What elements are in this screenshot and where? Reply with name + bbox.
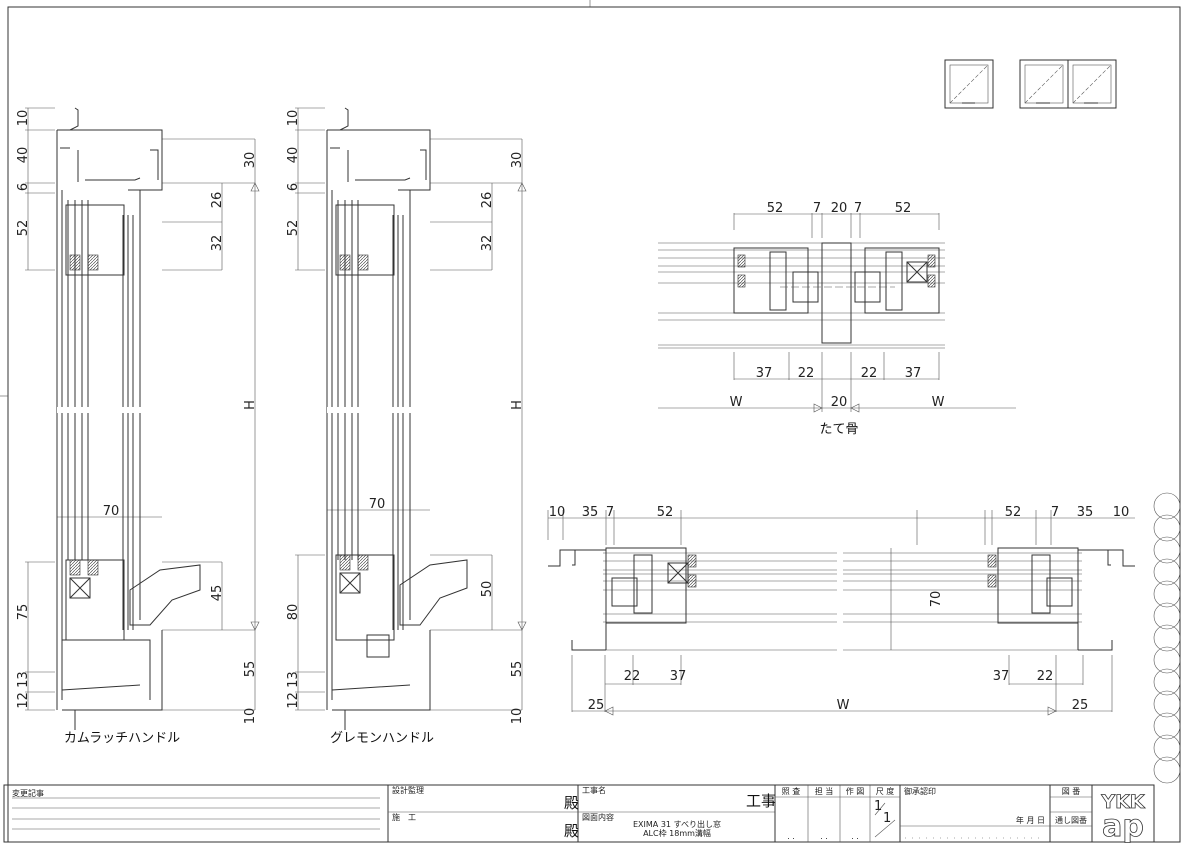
section-label-cam-latch: カムラッチハンドル — [64, 731, 180, 746]
dim-label: 52 — [1005, 505, 1022, 520]
drawing-number-label: 図 番 — [1062, 786, 1081, 796]
dim-label: 37 — [756, 366, 773, 381]
dim-label: 10 — [510, 708, 525, 725]
dim-label: 52 — [767, 201, 784, 216]
drafting-label: 作 図 — [846, 786, 865, 796]
check-label: 照 査 — [782, 786, 801, 796]
dim-label: 10 — [16, 110, 31, 127]
dim-label: 12 13 — [16, 671, 31, 708]
logo-ykk: YKK — [1100, 791, 1145, 813]
sheet-border — [7, 6, 1181, 843]
dim-label: W — [837, 698, 850, 713]
dim-label: 70 — [103, 504, 120, 519]
window-type-icon-double — [1019, 59, 1117, 109]
logo-ap: ap — [1102, 809, 1144, 843]
dim-label: 40 — [286, 147, 301, 164]
dim-label: 7 — [1051, 505, 1059, 520]
dim-label: 55 — [243, 661, 258, 678]
dim-label: 6 — [16, 183, 31, 191]
honorific-text: 殿 — [564, 794, 579, 812]
drawing-content-line1: EXIMA 31 すべり出し窓 — [633, 819, 721, 829]
dim-label: 26 — [210, 192, 225, 209]
dim-label: 26 — [480, 192, 495, 209]
vertical-section-cam-latch — [25, 107, 260, 730]
project-name-label: 工事名 — [582, 785, 606, 795]
dim-label: 37 — [993, 669, 1010, 684]
revision-label: 変更記事 — [12, 788, 44, 798]
dim-label: 52 — [16, 220, 31, 237]
date-label: 年 月 日 — [1016, 815, 1045, 825]
construction-label: 施 工 — [392, 812, 416, 822]
scale-label: 尺 度 — [876, 786, 895, 796]
approval-label: 御承認印 — [904, 786, 936, 796]
dim-label: 10 — [549, 505, 566, 520]
dimensions-cam-latch: 10 40 6 52 75 12 13 30 26 32 H 70 45 55 … — [16, 110, 258, 746]
design-supervision-label: 設計監理 — [392, 785, 424, 795]
dim-label: 52 — [286, 220, 301, 237]
dim-label: 70 — [929, 591, 944, 608]
project-suffix: 工事 — [746, 792, 776, 810]
dim-label: 80 — [286, 604, 301, 621]
dim-label: 20 — [831, 395, 848, 410]
dim-label: 75 — [16, 604, 31, 621]
ykk-ap-logo: YKK ap — [1100, 791, 1146, 843]
dim-label: 22 — [861, 366, 878, 381]
dim-label: 7 — [813, 201, 821, 216]
window-type-icon-single — [944, 59, 994, 109]
vertical-section-gremon — [295, 107, 527, 730]
dim-label: 30 — [243, 152, 258, 169]
dimensions-horizontal: 10 35 7 52 52 7 35 10 70 22 37 37 22 25 … — [549, 505, 1130, 713]
dim-label: 35 — [1077, 505, 1094, 520]
drawing-content-line2: ALC枠 18mm溝幅 — [643, 828, 711, 838]
dim-label: 30 — [510, 152, 525, 169]
dim-label: 55 — [510, 661, 525, 678]
dim-label: 6 — [286, 183, 301, 191]
scale-denominator: 1 — [883, 811, 891, 826]
honorific-text: 殿 — [564, 822, 579, 840]
dim-label: 37 — [670, 669, 687, 684]
dim-label: 10 — [286, 110, 301, 127]
dim-label: 12 13 — [286, 671, 301, 708]
dim-label: 22 — [624, 669, 641, 684]
dim-label: H — [510, 400, 525, 410]
dim-label: 52 — [657, 505, 674, 520]
stamp-dots: . . — [787, 832, 795, 841]
dim-label: 45 — [210, 585, 225, 602]
dim-label: H — [243, 400, 258, 410]
in-charge-label: 担 当 — [815, 786, 834, 796]
serial-number-label: 通し図番 — [1055, 815, 1087, 825]
dim-label: 10 — [1113, 505, 1130, 520]
dim-label: 32 — [210, 235, 225, 252]
section-label-gremon: グレモンハンドル — [330, 731, 434, 746]
stamp-dots: . . — [851, 832, 859, 841]
dim-label: 35 — [582, 505, 599, 520]
dim-label: 7 — [606, 505, 614, 520]
dim-label: 50 — [480, 581, 495, 598]
dimensions-gremon: 10 40 6 52 80 12 13 30 26 32 H 70 50 55 … — [286, 110, 525, 746]
horizontal-section-jambs — [547, 510, 1135, 716]
dim-label: 37 — [905, 366, 922, 381]
dim-label: W — [932, 395, 945, 410]
dim-label: 20 — [831, 201, 848, 216]
dim-label: 32 — [480, 235, 495, 252]
dim-label: 25 — [588, 698, 605, 713]
dimensions-mullion: 52 7 20 7 52 37 22 22 37 W 20 W たて骨 — [730, 201, 945, 437]
scale-numerator: 1 — [874, 799, 882, 814]
stamp-dots: . . — [820, 832, 828, 841]
dim-label: W — [730, 395, 743, 410]
dim-label: 7 — [854, 201, 862, 216]
drawing-content-label: 図面内容 — [582, 812, 614, 822]
dim-label: 52 — [895, 201, 912, 216]
title-block: 変更記事 設計監理 殿 施 工 殿 工事名 工事 図面内容 EXIMA 31 す… — [3, 784, 1155, 843]
dim-label: 22 — [798, 366, 815, 381]
section-label-mullion: たて骨 — [819, 422, 858, 437]
revision-circles — [1153, 492, 1181, 784]
dim-label: 25 — [1072, 698, 1089, 713]
dim-label: 22 — [1037, 669, 1054, 684]
dim-label: 40 — [16, 147, 31, 164]
dim-label: 70 — [369, 497, 386, 512]
horizontal-section-mullion — [658, 213, 1016, 413]
dim-label: 10 — [243, 708, 258, 725]
